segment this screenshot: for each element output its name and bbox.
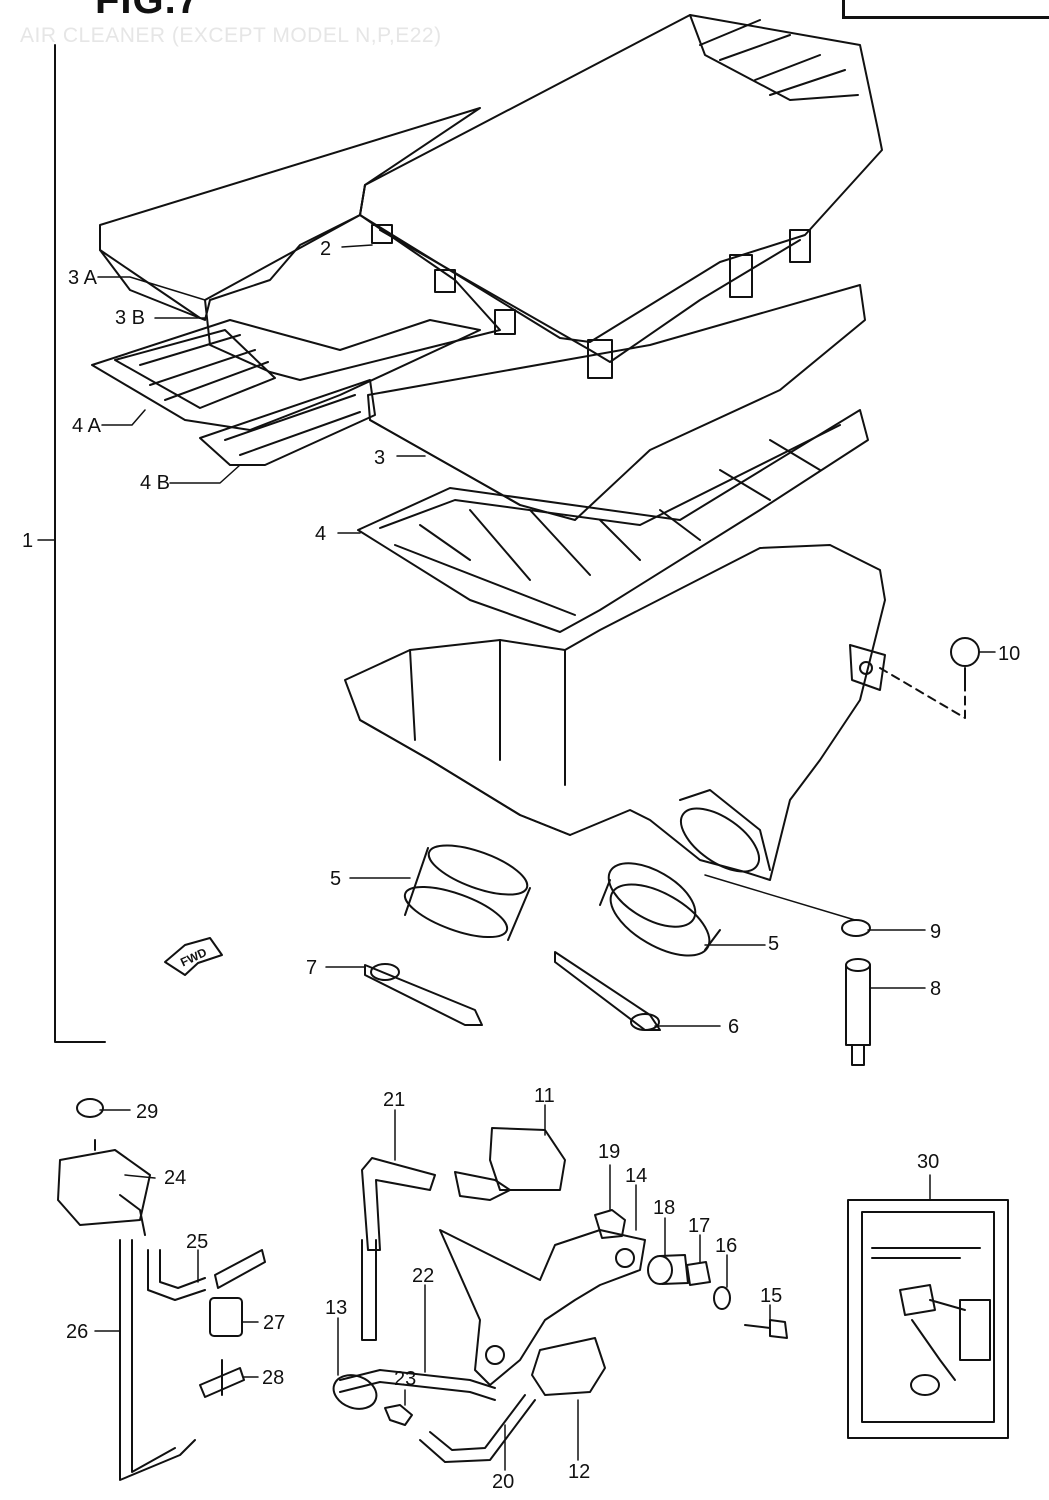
clip-9 (841, 919, 871, 937)
grommet-18 (647, 1254, 689, 1285)
callout-19: 19 (598, 1141, 620, 1163)
clamp-6 (554, 951, 661, 1031)
assembly-bracket (54, 44, 106, 1043)
bolt-15 (744, 1319, 788, 1339)
callout-8: 8 (930, 978, 941, 1000)
callout-3: 3 (374, 447, 385, 469)
vsv-12 (531, 1337, 606, 1396)
callout-26: 26 (66, 1321, 88, 1343)
frame-4 (357, 409, 869, 633)
element-3b (204, 214, 501, 381)
hose-25 (147, 1249, 266, 1301)
callout-27: 27 (263, 1312, 285, 1334)
filter-13 (332, 1374, 378, 1410)
callout-11: 11 (534, 1085, 555, 1107)
callout-28: 28 (262, 1367, 284, 1389)
air-cleaner-case (344, 544, 886, 881)
hose-21 (361, 1157, 436, 1251)
screw-10 (879, 637, 980, 719)
leader-lines-lower (94, 1104, 931, 1471)
drain-plug-8 (845, 958, 871, 1066)
connector-28 (199, 1359, 245, 1398)
filter-27 (209, 1297, 243, 1337)
collar-17 (686, 1261, 711, 1286)
callout-9: 9 (930, 921, 941, 943)
callout-24: 24 (164, 1167, 186, 1189)
hose-left-vertical (361, 1239, 377, 1341)
callout-13: 13 (325, 1297, 347, 1319)
element-3 (367, 284, 866, 521)
connector-23 (384, 1404, 413, 1426)
callout-21: 21 (383, 1089, 405, 1111)
hose-20 (419, 1394, 536, 1463)
frame-4b (199, 379, 376, 466)
callout-12: 12 (568, 1461, 590, 1483)
callout-3a: 3 A (68, 267, 98, 289)
callout-29: 29 (136, 1101, 158, 1123)
figure-subtitle: AIR CLEANER (EXCEPT MODEL N,P,E22) (20, 24, 442, 47)
air-cleaner-cover (359, 14, 883, 379)
callout-16: 16 (715, 1235, 737, 1257)
callout-2: 2 (320, 238, 331, 260)
callout-10: 10 (998, 643, 1020, 665)
callout-17: 17 (688, 1215, 710, 1237)
callout-30: 30 (917, 1151, 939, 1173)
hose-26 (119, 1239, 196, 1481)
bracket-14 (439, 1229, 646, 1386)
intake-joint-5-right (599, 862, 721, 957)
callout-22: 22 (412, 1265, 434, 1287)
vsv-11 (454, 1127, 566, 1201)
callout-1: 1 (22, 530, 33, 552)
washer-16 (713, 1286, 731, 1310)
callout-5-right: 5 (768, 933, 779, 955)
callout-14: 14 (625, 1165, 647, 1187)
callout-3b: 3 B (115, 307, 145, 329)
callout-20: 20 (492, 1471, 514, 1493)
vacuum-label-30 (847, 1199, 1009, 1439)
leader-lines (37, 244, 996, 1027)
callout-4b: 4 B (140, 472, 170, 494)
callout-4: 4 (315, 523, 326, 545)
callout-5-left: 5 (330, 868, 341, 890)
element-3a (99, 107, 481, 321)
forward-arrow (164, 937, 223, 976)
callout-6: 6 (728, 1016, 739, 1038)
callout-4a: 4 A (72, 415, 102, 437)
callout-7: 7 (306, 957, 317, 979)
hose-22 (339, 1369, 496, 1401)
callout-18: 18 (653, 1197, 675, 1219)
header-frame (842, 0, 1049, 19)
callout-labels: 1 2 3 A 3 B 4 A 4 B 3 4 10 5 5 9 7 8 6 2… (22, 238, 1020, 1493)
callout-15: 15 (760, 1285, 782, 1307)
clamp-7 (364, 963, 483, 1026)
nut-19 (594, 1209, 626, 1239)
figure-title: FIG.7 (95, 0, 201, 22)
callout-25: 25 (186, 1231, 208, 1253)
frame-4a (91, 319, 481, 431)
intake-joint-5-left (403, 844, 531, 941)
vsv-24 (57, 1098, 151, 1236)
callout-23: 23 (394, 1368, 416, 1390)
